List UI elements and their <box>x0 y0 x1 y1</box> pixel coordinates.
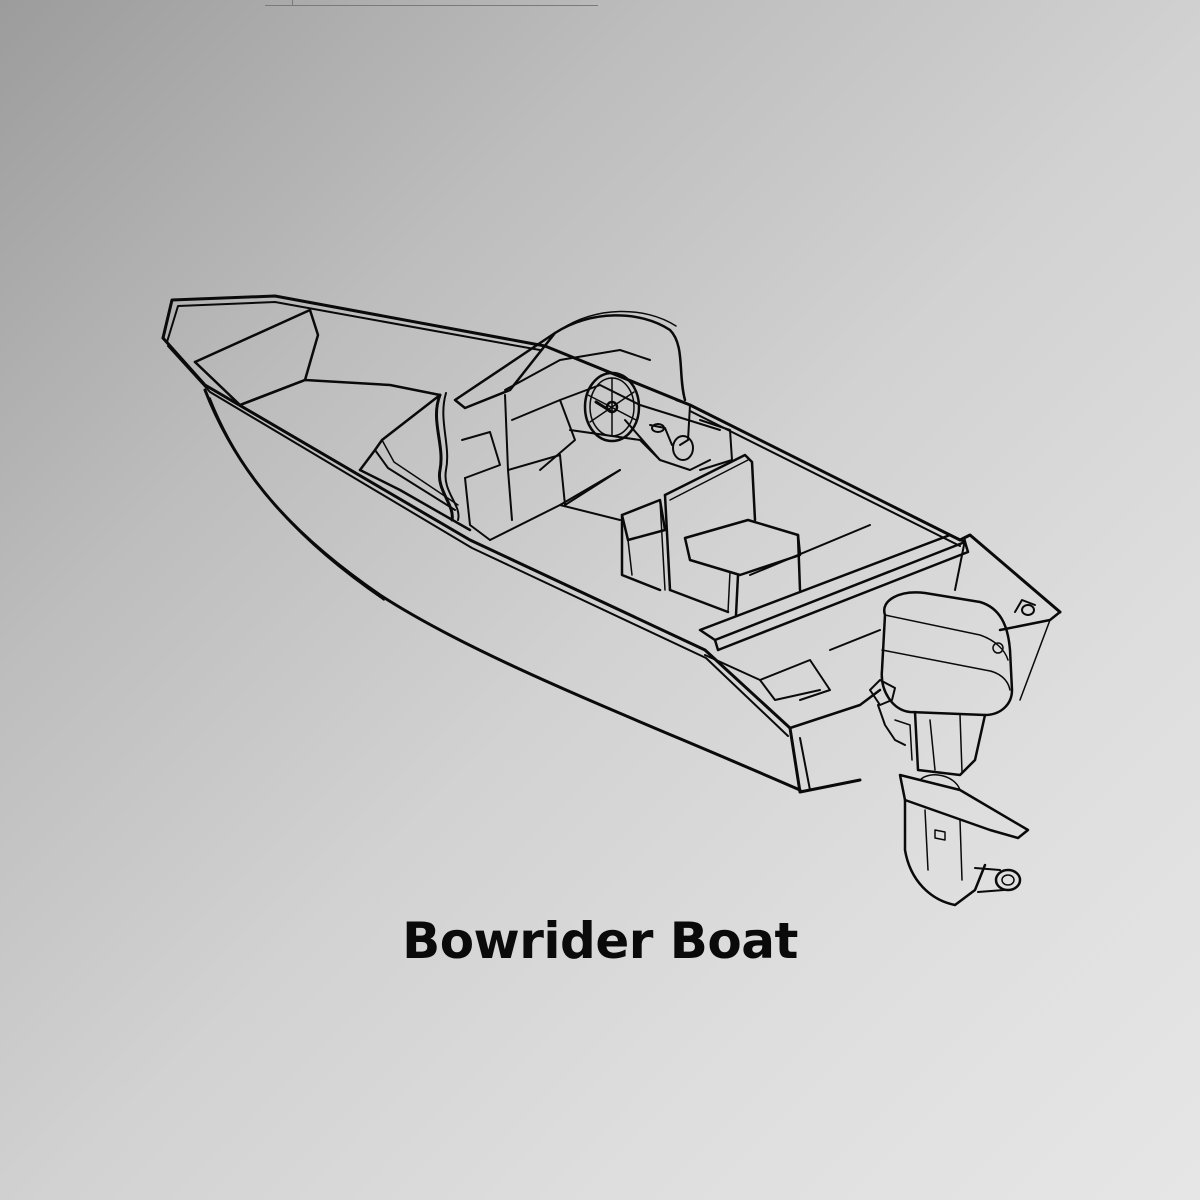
top-divider-line <box>265 5 598 6</box>
boat-type-caption: Bowrider Boat <box>402 912 798 970</box>
port-console <box>461 394 621 541</box>
cockpit-floor <box>489 469 871 576</box>
top-divider-tick <box>292 0 293 6</box>
steering-wheel-icon <box>583 371 641 443</box>
windshield <box>435 310 687 522</box>
transom-bench <box>698 533 970 701</box>
bow-seating <box>193 308 472 532</box>
stern-cleat-icon <box>1014 599 1036 616</box>
seat <box>620 453 802 617</box>
outboard-motor <box>869 591 1030 907</box>
throttle-lever-icon <box>649 399 694 461</box>
